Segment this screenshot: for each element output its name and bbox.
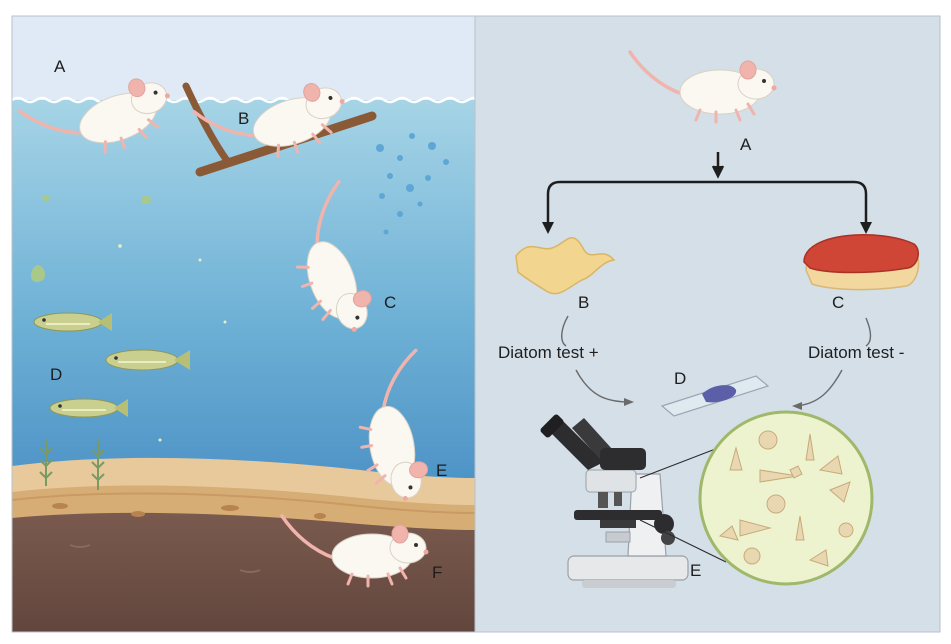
left-label-b: B [238,109,249,128]
right-label-b: B [578,293,589,312]
bubbles [376,133,449,235]
diatom-test-negative: Diatom test - [808,343,904,362]
right-label-c: C [832,293,844,312]
right-label-a: A [740,135,752,154]
right-panel: A B C Diatom test + Diatom test - [474,15,941,633]
right-label-e: E [690,561,701,580]
left-label-a: A [54,57,66,76]
particles [118,244,227,442]
diatom-test-positive: Diatom test + [498,343,599,362]
left-label-e: E [436,461,447,480]
diatom-magnified-view [698,410,874,586]
left-panel: A B C D E F [11,15,483,633]
fish-icon [33,312,190,418]
microscope-icon [540,414,689,588]
sand-stripe [11,492,476,514]
left-label-f: F [432,563,442,582]
microscope-slide-icon [660,375,770,417]
left-label-d: D [50,365,62,384]
right-label-d: D [674,369,686,388]
algae-blobs [30,195,151,282]
left-label-c: C [384,293,396,312]
magnification-lines [639,447,727,563]
branching-arrow [546,152,868,230]
lung-c-icon [803,234,920,291]
lung-b-icon [515,237,616,295]
sky [12,16,475,104]
water-surface-waves [11,96,483,104]
water-plant-icon [39,440,105,490]
